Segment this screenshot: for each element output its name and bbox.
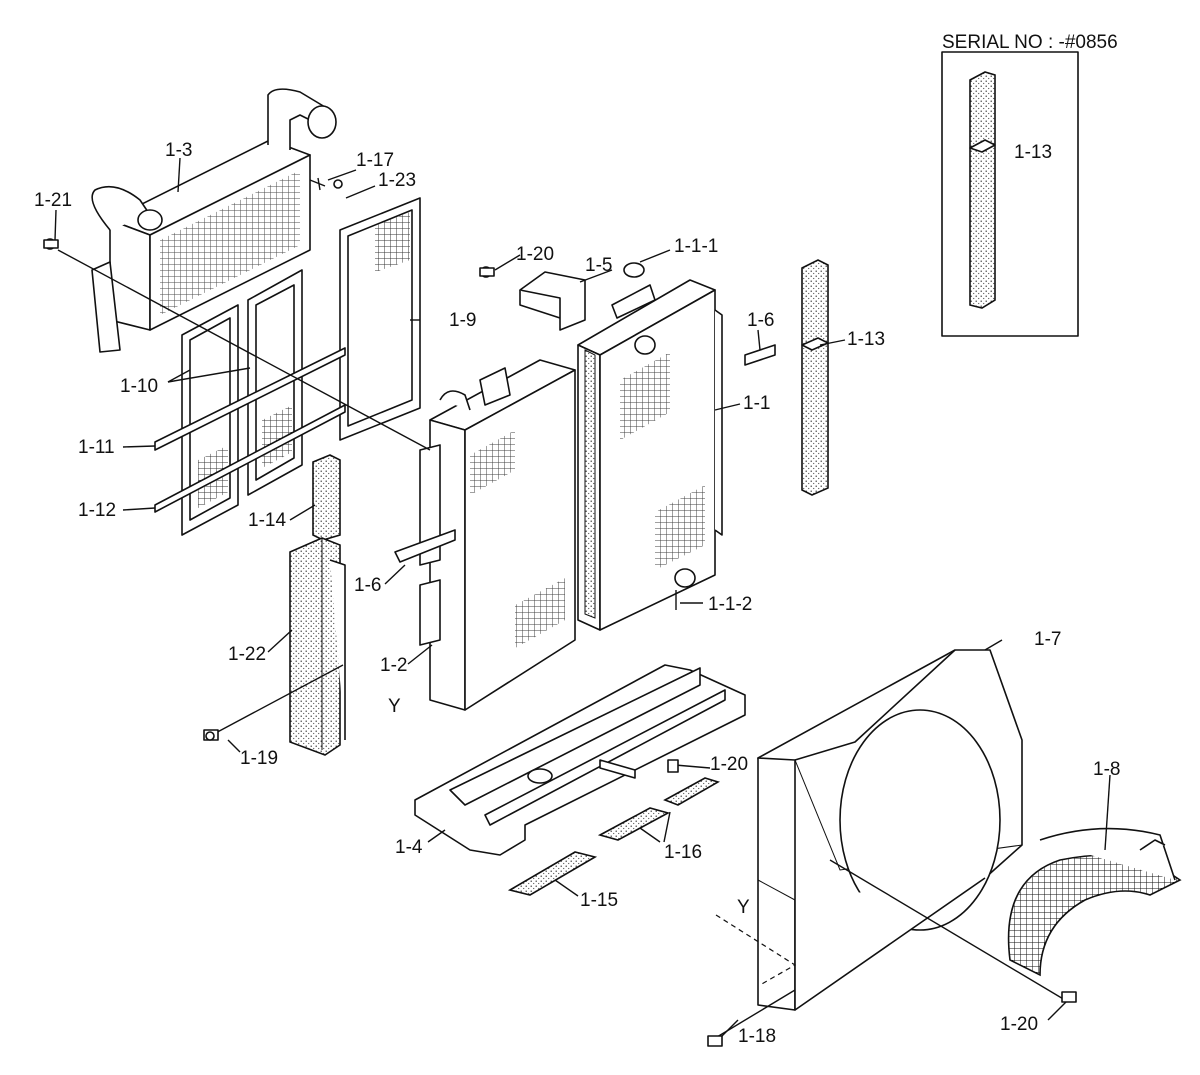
screen-1-9	[339, 197, 421, 441]
label-1-11: 1-11	[78, 437, 115, 458]
label-1-1: 1-1	[743, 393, 770, 414]
foam-1-22	[289, 537, 346, 756]
label-1-17: 1-17	[356, 150, 394, 171]
rails	[154, 347, 346, 513]
label-1-23: 1-23	[378, 170, 416, 191]
label-1-10: 1-10	[120, 376, 158, 397]
fan-guard-1-8	[1007, 827, 1182, 977]
label-1-20-mid: 1-20	[710, 754, 748, 775]
pad-1-16a	[597, 807, 671, 841]
radiator-1-1	[577, 262, 723, 631]
foam-strip-inset	[969, 71, 996, 309]
serial-note: SERIAL NO : -#0856	[942, 32, 1118, 53]
label-1-15: 1-15	[580, 890, 618, 911]
label-1-6-right: 1-6	[747, 310, 774, 331]
serial-inset: SERIAL NO : -#0856	[941, 32, 1118, 337]
foam-1-13	[801, 259, 829, 496]
label-1-21: 1-21	[34, 190, 72, 211]
label-1-20-top: 1-20	[516, 244, 554, 265]
label-1-1-2: 1-1-2	[708, 594, 752, 615]
intercooler	[91, 88, 337, 353]
label-1-16: 1-16	[664, 842, 702, 863]
label-1-1-1: 1-1-1	[674, 236, 718, 257]
y-connection-dashed	[715, 914, 797, 986]
label-1-8: 1-8	[1093, 759, 1120, 780]
shroud-1-2	[419, 359, 576, 711]
label-1-6-left: 1-6	[354, 575, 381, 596]
part-labels: 1-3 1-17 1-23 1-21 1-20 1-5 1-1-1 1-6 1-…	[34, 140, 1120, 1047]
pad-1-16b	[663, 777, 720, 806]
leader-lines	[54, 157, 1111, 1041]
plate-1-6-left	[394, 529, 456, 563]
plate-1-6-right	[744, 344, 776, 366]
label-1-14: 1-14	[248, 510, 286, 531]
pad-1-15	[507, 851, 598, 896]
label-y-left: Y	[388, 696, 401, 717]
label-1-2: 1-2	[380, 655, 407, 676]
fan-shroud-1-7	[757, 649, 1023, 1011]
label-1-4: 1-4	[395, 837, 423, 858]
fasteners-top	[43, 177, 495, 278]
label-1-13-inset: 1-13	[1014, 142, 1052, 163]
label-1-7: 1-7	[1034, 629, 1061, 650]
label-1-3: 1-3	[165, 140, 192, 161]
inset-frame	[941, 51, 1079, 337]
label-1-12: 1-12	[78, 500, 116, 521]
bracket-1-5	[519, 271, 586, 331]
label-1-19: 1-19	[240, 748, 278, 769]
label-1-13: 1-13	[847, 329, 885, 350]
label-1-22: 1-22	[228, 644, 266, 665]
label-1-5: 1-5	[585, 255, 612, 276]
label-y-right: Y	[737, 897, 750, 918]
base-1-4	[414, 664, 746, 856]
label-1-18: 1-18	[738, 1026, 776, 1047]
fasteners-bottom	[203, 729, 1077, 1047]
label-1-9: 1-9	[449, 310, 476, 331]
label-1-20-bottom: 1-20	[1000, 1014, 1038, 1035]
foam-1-14	[312, 454, 341, 541]
